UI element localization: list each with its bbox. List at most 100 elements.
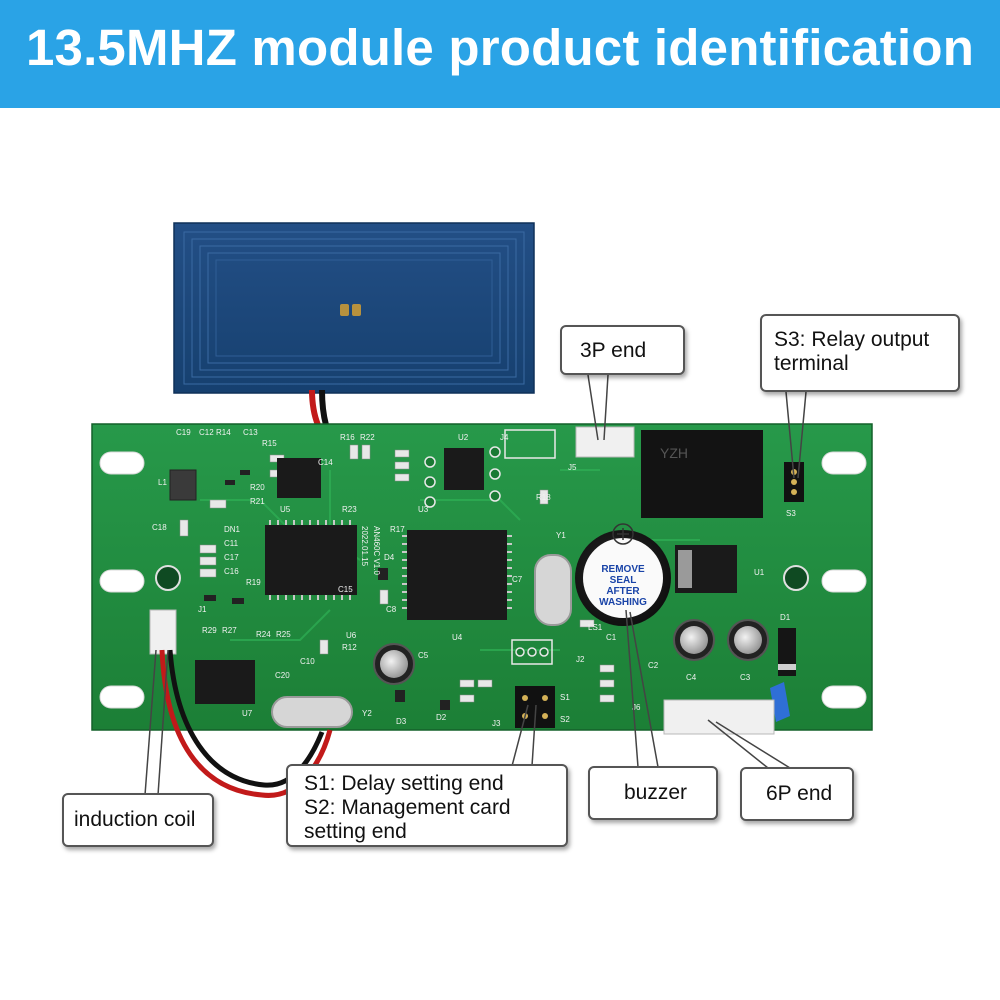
callout-6p-end-text: 6P end <box>766 782 833 805</box>
silkscreen-label: C8 <box>386 605 397 614</box>
callout-s2-line1: S2: Management card <box>304 796 511 819</box>
silkscreen-label: R16 <box>340 433 355 442</box>
silkscreen-label: Y2 <box>362 709 372 718</box>
silkscreen-label: R17 <box>390 525 405 534</box>
leader-line-buzzer <box>629 611 659 768</box>
leader-line-6p <box>715 721 791 769</box>
silkscreen-label: U4 <box>452 633 463 642</box>
silkscreen-label: C10 <box>300 657 315 666</box>
silkscreen-label: R14 <box>216 428 231 437</box>
silkscreen-label: U2 <box>458 433 469 442</box>
silkscreen-label: U6 <box>346 631 357 640</box>
callout-buzzer-text: buzzer <box>624 781 688 804</box>
silkscreen-label: D4 <box>384 553 395 562</box>
buzzer-component: REMOVE SEAL AFTER WASHING <box>575 523 671 626</box>
silkscreen-label: U5 <box>280 505 291 514</box>
silkscreen-label: R21 <box>250 497 265 506</box>
silkscreen-label: LS1 <box>588 623 603 632</box>
silkscreen-label: L1 <box>158 478 167 487</box>
silkscreen-label: J2 <box>576 655 585 664</box>
silkscreen-label: C3 <box>740 673 751 682</box>
callout-s2-line2: setting end <box>304 820 407 843</box>
board-date: 2022.01.15 <box>360 526 369 567</box>
silkscreen-label: U7 <box>242 709 253 718</box>
leader-line-s3 <box>797 391 807 479</box>
silkscreen-label: J3 <box>492 719 501 728</box>
silkscreen-label: R20 <box>250 483 265 492</box>
silkscreen-label: J4 <box>500 433 509 442</box>
coil-wire-black <box>167 649 325 788</box>
callout-induction-coil-text: induction coil <box>74 808 196 831</box>
page-title: 13.5MHZ module product identification <box>25 19 975 76</box>
callout-s3-line1: S3: Relay output <box>774 328 930 351</box>
silkscreen-label: J1 <box>198 605 207 614</box>
silkscreen-label: C5 <box>418 651 429 660</box>
silkscreen-label: R12 <box>342 643 357 652</box>
silkscreen-label: R24 <box>256 630 271 639</box>
leader-line-6p <box>707 719 769 769</box>
silkscreen-label: C14 <box>318 458 333 467</box>
leader-line-3p <box>587 374 599 441</box>
silkscreen-label: C18 <box>152 523 167 532</box>
silkscreen-label: C11 <box>224 539 239 548</box>
silkscreen-label: D2 <box>436 713 447 722</box>
silkscreen-label: C15 <box>338 585 353 594</box>
silkscreen-label: D3 <box>396 717 407 726</box>
leader-line-3p <box>603 374 609 441</box>
silkscreen-label: U1 <box>754 568 765 577</box>
callout-6p-end: 6P end <box>740 767 854 821</box>
silkscreen-label: C13 <box>243 428 258 437</box>
leader-line-s3 <box>785 391 795 479</box>
silkscreen-label: Y1 <box>556 531 566 540</box>
silkscreen-label: R25 <box>276 630 291 639</box>
silkscreen-label: J6 <box>632 703 641 712</box>
silkscreen-label: S3 <box>786 509 796 518</box>
leader-lines <box>144 374 807 796</box>
callout-3p-end-text: 3P end <box>580 339 647 362</box>
title-banner: 13.5MHZ module product identification <box>0 0 1000 108</box>
silkscreen-label: R15 <box>262 439 277 448</box>
leader-line-s1-s2 <box>511 704 529 767</box>
relay-marking: YZH <box>660 445 688 461</box>
buzzer-sticker-line: REMOVE <box>601 564 645 575</box>
silkscreen-label: C2 <box>648 661 659 670</box>
leader-line-coil <box>157 649 169 796</box>
silkscreen-label: J5 <box>568 463 577 472</box>
callout-s1-s2-settings: S1: Delay setting end S2: Management car… <box>286 764 568 847</box>
silkscreen-label: C19 <box>176 428 191 437</box>
silkscreen-label: C20 <box>275 671 290 680</box>
silkscreen-label: U3 <box>418 505 429 514</box>
antenna-wire-black <box>319 389 329 426</box>
buzzer-sticker-line: WASHING <box>599 597 647 608</box>
silkscreen-label: R27 <box>222 626 237 635</box>
callout-buzzer: buzzer <box>588 766 718 820</box>
callout-s3-relay-output: S3: Relay output terminal <box>760 314 960 392</box>
pcb-board: YZH <box>91 423 873 735</box>
callout-3p-end: 3P end <box>560 325 685 375</box>
leader-line-buzzer <box>625 609 639 768</box>
antenna-wire-red <box>309 389 321 427</box>
callout-s3-line2: terminal <box>774 352 849 375</box>
silkscreen-label: C16 <box>224 567 239 576</box>
silkscreen-label: R19 <box>246 578 261 587</box>
buzzer-sticker-line: SEAL <box>610 575 637 586</box>
silkscreen-label: R23 <box>342 505 357 514</box>
callout-induction-coil: induction coil <box>62 793 214 847</box>
silkscreen-label: C12 <box>199 428 214 437</box>
silkscreen-label: S2 <box>560 715 570 724</box>
silkscreen-label: C17 <box>224 553 239 562</box>
silkscreen-label: R29 <box>202 626 217 635</box>
silkscreen-label: S1 <box>560 693 570 702</box>
silkscreen-label: C7 <box>512 575 523 584</box>
buzzer-sticker-line: AFTER <box>606 586 640 597</box>
silkscreen-label: C4 <box>686 673 697 682</box>
silkscreen-label: DN1 <box>224 525 241 534</box>
silkscreen-label: C1 <box>606 633 617 642</box>
leader-line-coil <box>144 649 157 796</box>
silkscreen-label: D1 <box>780 613 791 622</box>
board-version: AN460C V1.0 <box>372 526 381 575</box>
callout-s1-line: S1: Delay setting end <box>304 772 504 795</box>
antenna-coil <box>173 222 535 394</box>
leader-line-s1-s2 <box>531 704 537 767</box>
